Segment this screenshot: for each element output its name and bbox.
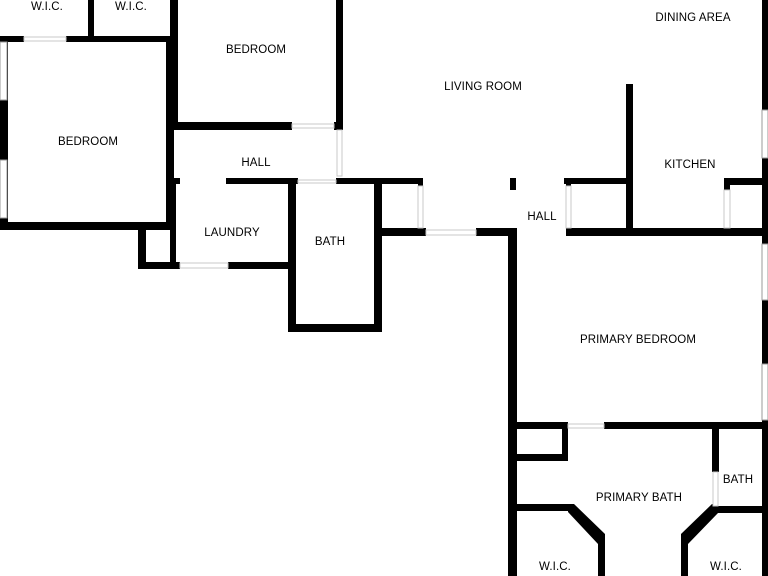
window: [0, 41, 8, 101]
wall: [170, 0, 178, 130]
wall: [712, 506, 768, 513]
room-label-primary-bath: PRIMARY BATH: [596, 492, 682, 504]
room-label-wic-top-left: W.I.C.: [31, 1, 63, 13]
wall: [762, 158, 768, 244]
door-opening: [712, 471, 719, 507]
room-label-dining-area: DINING AREA: [655, 12, 730, 24]
wall: [88, 0, 94, 40]
door-opening: [179, 262, 229, 269]
wall: [0, 36, 24, 42]
room-label-wic-bottom-left: W.I.C.: [539, 561, 571, 573]
wall: [566, 178, 571, 186]
wall: [564, 178, 632, 184]
room-label-bath-right: BATH: [723, 474, 753, 486]
wall: [226, 178, 298, 184]
wall: [0, 36, 8, 228]
wall: [681, 504, 718, 544]
wall: [598, 538, 605, 576]
openings: [0, 36, 768, 507]
wall: [374, 228, 426, 236]
room-label-kitchen: KITCHEN: [664, 159, 715, 171]
wall: [562, 422, 568, 456]
door-opening: [565, 185, 572, 229]
wall: [604, 422, 768, 429]
wall: [66, 36, 172, 42]
wall: [508, 454, 568, 461]
wall: [724, 178, 730, 190]
wall: [166, 36, 174, 228]
window: [761, 109, 768, 159]
room-label-wic-bottom-right: W.I.C.: [710, 561, 742, 573]
wall: [681, 538, 688, 576]
wall: [336, 0, 343, 130]
wall: [762, 0, 768, 110]
wall: [724, 178, 768, 185]
door-opening: [23, 36, 67, 42]
room-label-primary-bedroom: PRIMARY BEDROOM: [580, 334, 696, 346]
wall: [568, 504, 605, 544]
wall: [288, 324, 382, 332]
room-label-laundry: LAUNDRY: [204, 227, 260, 239]
room-label-bedroom-top: BEDROOM: [226, 44, 286, 56]
wall: [508, 504, 570, 511]
room-label-wic-top-mid: W.I.C.: [115, 1, 147, 13]
room-label-hall-right: HALL: [527, 211, 557, 223]
wall: [712, 422, 719, 472]
wall: [762, 420, 768, 576]
wall: [288, 178, 296, 332]
door-opening: [417, 185, 424, 229]
wall: [510, 178, 516, 190]
room-label-bedroom-left: BEDROOM: [58, 136, 118, 148]
window: [761, 363, 768, 421]
door-opening: [297, 179, 337, 184]
wall: [508, 422, 568, 429]
wall: [228, 262, 296, 269]
wall: [762, 300, 768, 364]
wall: [566, 228, 768, 236]
door-opening: [336, 129, 343, 177]
window: [0, 159, 8, 219]
wall: [418, 228, 423, 236]
room-label-bath-center: BATH: [315, 236, 345, 248]
door-opening: [291, 123, 335, 129]
door-opening: [723, 189, 731, 229]
room-label-living-room: LIVING ROOM: [444, 81, 522, 93]
door-opening: [425, 229, 477, 236]
wall: [334, 122, 343, 130]
wall: [170, 178, 176, 268]
wall: [508, 228, 517, 576]
door-opening: [567, 423, 605, 429]
wall: [170, 122, 292, 130]
wall: [374, 178, 382, 332]
wall: [0, 222, 176, 230]
wall: [476, 228, 516, 236]
wall: [626, 84, 633, 236]
window: [761, 243, 768, 301]
wall: [418, 178, 423, 186]
wall: [138, 262, 180, 269]
room-label-hall-left: HALL: [241, 157, 271, 169]
room-labels: W.I.C. W.I.C. BEDROOM BEDROOM LIVING ROO…: [31, 1, 753, 573]
wall: [138, 228, 146, 268]
